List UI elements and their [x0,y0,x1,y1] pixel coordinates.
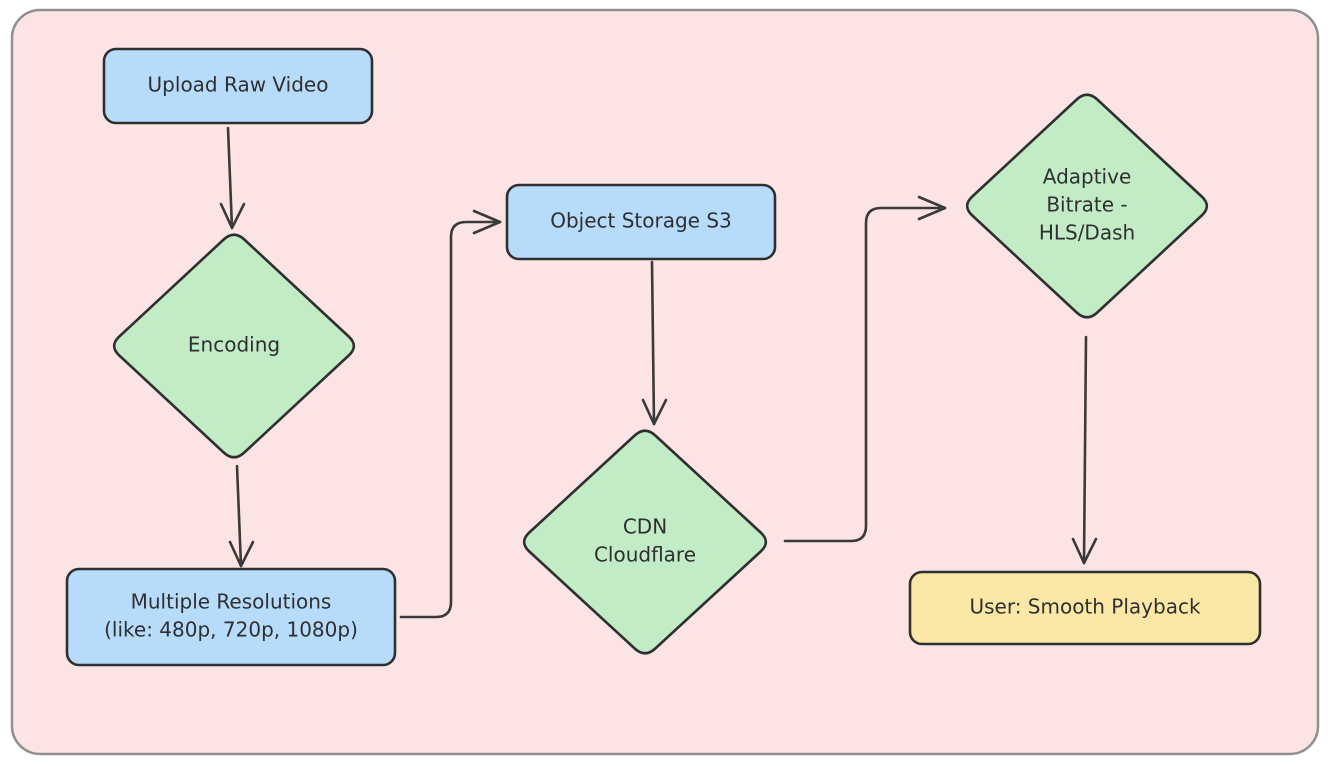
arrowhead-icon [219,202,246,230]
node-adaptive-label: Bitrate - [1046,193,1127,217]
edge-storage-cdn [641,260,668,426]
node-adaptive-diamond [965,93,1209,319]
node-cdn-label: CDN [623,515,667,539]
node-playback-label: User: Smooth Playback [969,595,1201,619]
node-encoding-diamond [112,233,356,459]
node-playback-box [908,570,1262,646]
node-encoding: Encoding [112,233,356,459]
node-adaptive-label: Adaptive [1043,165,1132,189]
node-upload-box [102,47,374,125]
arrowhead-icon [228,540,255,568]
node-resolutions-label: (like: 480p, 720p, 1080p) [104,618,358,642]
edge-encoding-resolutions [228,464,255,568]
node-storage-box [505,183,777,261]
node-upload-label: Upload Raw Video [148,73,329,97]
node-adaptive-label: HLS/Dash [1039,221,1135,245]
node-encoding-label: Encoding [188,333,280,357]
edge-resolutions-storage [399,209,502,619]
arrowhead-icon [472,209,502,235]
arrowhead-icon [917,195,947,221]
edge-upload-encoding [219,126,246,230]
arrowhead-icon [1071,537,1098,565]
arrowhead-icon [641,398,668,426]
node-storage-label: Object Storage S3 [550,209,732,233]
node-storage: Object Storage S3 [505,183,777,261]
node-cdn: CDN Cloudflare [522,429,768,655]
node-resolutions-box [65,567,397,667]
edge-cdn-adaptive [783,195,947,543]
node-cdn-label: Cloudflare [594,543,696,567]
node-playback: User: Smooth Playback [908,570,1262,646]
node-resolutions-label: Multiple Resolutions [131,590,332,614]
node-resolutions: Multiple Resolutions (like: 480p, 720p, 1… [65,567,397,667]
edge-adaptive-playback [1071,335,1098,565]
node-upload: Upload Raw Video [102,47,374,125]
node-cdn-diamond [522,429,768,655]
